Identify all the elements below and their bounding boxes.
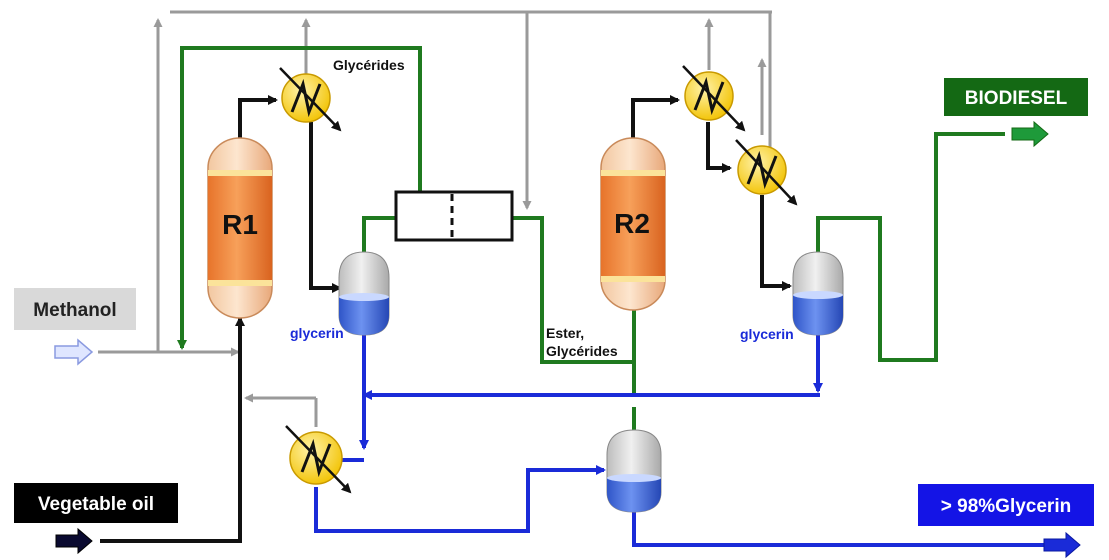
heat-exchanger-4 xyxy=(285,425,352,494)
glycerin-label-2: glycerin xyxy=(740,326,794,342)
methanol-recycle-lines xyxy=(98,10,772,427)
heat-exchanger-1 xyxy=(279,67,342,132)
biodiesel-label: BIODIESEL xyxy=(965,88,1068,109)
methanol-inlet-arrow xyxy=(54,338,94,366)
glycerin-lines xyxy=(314,335,1057,550)
settler-vessel-1 xyxy=(338,251,390,336)
glycerin-product: > 98%Glycerin xyxy=(918,484,1094,559)
reactor-r2-label: R2 xyxy=(614,208,650,239)
reactor-r2 xyxy=(600,137,666,311)
glycerin-label-1: glycerin xyxy=(290,325,344,341)
heat-exchanger-2 xyxy=(682,65,746,132)
methanol-label-box xyxy=(14,288,136,330)
reactor-r1-label: R1 xyxy=(222,209,258,240)
glycerin-label-box xyxy=(918,484,1094,526)
methanol-label: Methanol xyxy=(33,300,116,321)
biodiesel-label-box xyxy=(944,78,1088,116)
methanol-feed: Methanol xyxy=(14,288,136,366)
ester-label: Ester, xyxy=(546,325,584,341)
green-product-lines xyxy=(177,46,1005,430)
vegetable-oil-feed: Vegetable oil xyxy=(14,483,178,555)
settler-vessel-2 xyxy=(792,251,844,336)
glycerides-mid-label: Glycérides xyxy=(546,343,618,359)
black-process-lines xyxy=(100,95,792,543)
heat-exchanger-3 xyxy=(735,139,798,206)
glycerides-top-label: Glycérides xyxy=(333,57,405,73)
biodiesel-outlet-arrow xyxy=(1011,120,1049,148)
settler-vessel-3 xyxy=(606,429,662,513)
biodiesel-product: BIODIESEL xyxy=(944,78,1088,148)
reactor-r1 xyxy=(207,137,273,319)
glycerin-product-label: > 98%Glycerin xyxy=(941,496,1071,517)
vegetable-oil-inlet-arrow xyxy=(55,527,93,555)
vegetable-oil-label-box xyxy=(14,483,178,523)
vegetable-oil-label: Vegetable oil xyxy=(38,494,154,515)
separator-unit xyxy=(394,190,514,242)
glycerin-outlet-arrow xyxy=(1043,531,1081,559)
